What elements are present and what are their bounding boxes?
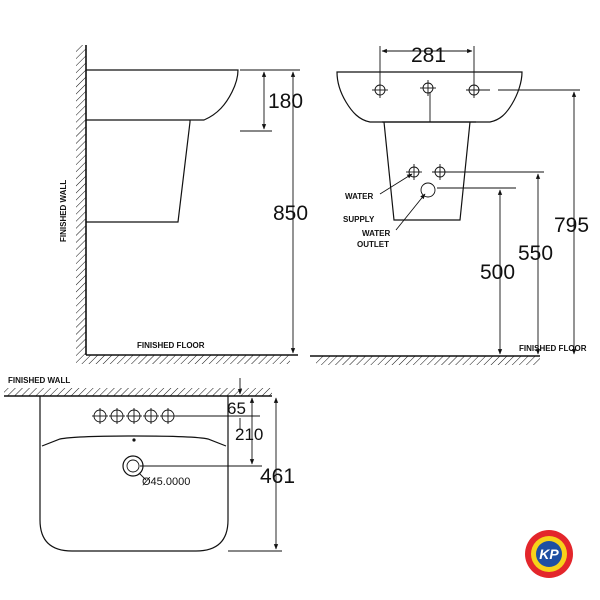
- water-supply-label-1: WATER: [345, 192, 374, 201]
- top-overflow: [132, 438, 136, 442]
- logo-mark: KP: [539, 546, 559, 562]
- front-rim-value: 795: [554, 214, 589, 237]
- top-offset2-value: 210: [235, 425, 263, 444]
- side-pedestal-outline: [86, 120, 191, 223]
- side-basin-outline: [86, 69, 239, 121]
- kp-logo: KP: [525, 530, 573, 578]
- top-depth-value: 461: [260, 465, 295, 488]
- front-pedestal-outline: [383, 121, 471, 221]
- side-height-value: 850: [273, 202, 308, 225]
- drain-diameter-label: Ø45.0000: [142, 476, 190, 488]
- front-supply-value: 550: [518, 242, 553, 265]
- tap-holes: [372, 80, 490, 98]
- top-bowl-outline: [41, 435, 227, 447]
- side-depth-value: 180: [268, 90, 303, 113]
- tap-hole-right: [466, 82, 490, 98]
- water-outlet-label-2: OUTLET: [357, 240, 389, 249]
- top-basin-outline: [39, 396, 229, 552]
- side-floor-hatch: [76, 355, 290, 364]
- top-wall-hatch: [4, 388, 272, 396]
- front-floor-hatch: [316, 356, 540, 365]
- water-supply-leader: [379, 173, 413, 195]
- top-view: FINISHED WALL Ø45.0000 65 210 461: [4, 376, 295, 552]
- water-supply-label-2: SUPPLY: [343, 215, 375, 224]
- top-tap-holes: [92, 408, 176, 424]
- logo-inner-disc: [536, 541, 562, 567]
- side-finished-wall-label: FINISHED WALL: [59, 180, 68, 242]
- top-offset1-value: 65: [227, 399, 246, 418]
- front-outlet-value: 500: [480, 261, 515, 284]
- drain-leader: [138, 472, 147, 481]
- side-wall-hatch: [76, 45, 86, 355]
- front-finished-floor-label: FINISHED FLOOR: [519, 344, 587, 353]
- water-outlet: [420, 182, 516, 198]
- water-outlet-leader: [395, 193, 426, 231]
- side-finished-floor-label: FINISHED FLOOR: [137, 341, 205, 350]
- tap-hole-left: [372, 82, 388, 98]
- front-basin-outline: [336, 71, 523, 123]
- top-finished-wall-label: FINISHED WALL: [8, 376, 70, 385]
- front-spacing-value: 281: [411, 44, 446, 67]
- tap-hole-center: [420, 80, 436, 96]
- side-view: 180 850 FINISHED WALL FINISHED FLOOR: [59, 45, 308, 364]
- water-outlet-label-1: WATER: [362, 229, 391, 238]
- front-view: 281 795 550 500 WATER SUPPLY WATER OUTLE…: [310, 44, 589, 365]
